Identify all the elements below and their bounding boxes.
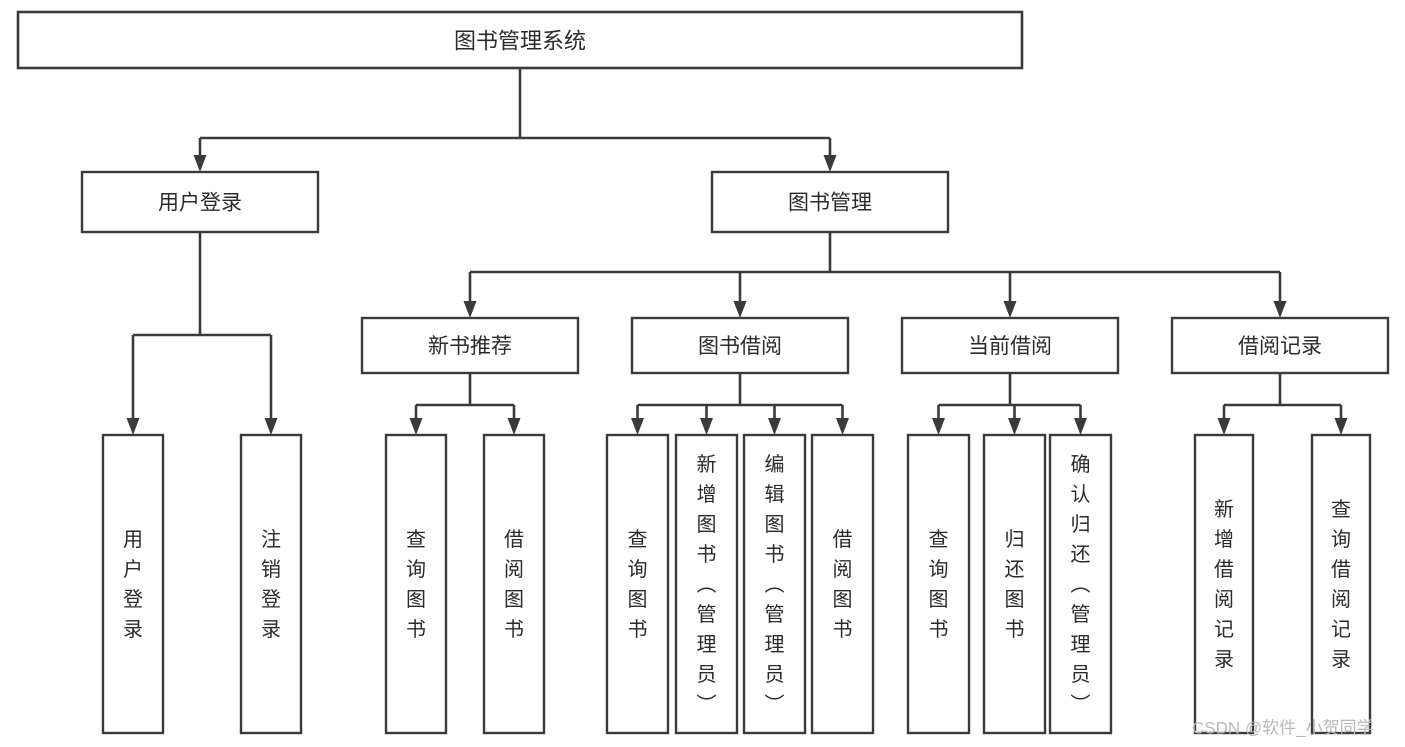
node-label: 注销登录 xyxy=(261,528,281,641)
node-box[interactable] xyxy=(982,433,1047,735)
node-label: 查询图书 xyxy=(929,528,949,641)
node-n-record[interactable]: 借阅记录 xyxy=(1170,316,1390,375)
node-l-rc-query[interactable]: 查询借阅记录 xyxy=(1310,433,1372,735)
arrow-head-icon xyxy=(1217,418,1231,435)
node-l-bb-edit[interactable]: 编辑图书︵管理员︶ xyxy=(742,433,807,735)
node-box[interactable] xyxy=(239,433,303,735)
arrow-head-icon xyxy=(507,418,521,435)
arrow-head-icon xyxy=(193,155,207,172)
node-label: 新增图书︵管理员︶ xyxy=(697,453,717,716)
node-l-nb-borrow[interactable]: 借阅图书 xyxy=(482,433,546,735)
arrow-head-icon xyxy=(463,301,477,318)
node-l-bb-add[interactable]: 新增图书︵管理员︶ xyxy=(674,433,739,735)
node-label: 借阅图书 xyxy=(504,528,524,641)
watermark-label: CSDN @软件_小贺同学 xyxy=(1192,719,1374,738)
connector-group-root xyxy=(193,68,837,172)
arrow-head-icon xyxy=(1003,301,1017,318)
node-box[interactable] xyxy=(80,170,320,234)
arrow-head-icon xyxy=(631,418,644,435)
node-layer: 图书管理系统用户登录图书管理新书推荐图书借阅当前借阅借阅记录用户登录注销登录查询… xyxy=(16,10,1390,735)
connector-layer xyxy=(126,68,1348,435)
node-root[interactable]: 图书管理系统 xyxy=(16,10,1024,70)
arrow-head-icon xyxy=(733,301,747,318)
node-box[interactable] xyxy=(360,316,580,375)
node-l-cb-confirm[interactable]: 确认归还︵管理员︶ xyxy=(1048,433,1113,735)
arrow-head-icon xyxy=(264,418,278,435)
arrow-head-icon xyxy=(932,418,945,435)
node-box[interactable] xyxy=(674,433,739,735)
arrow-head-icon xyxy=(700,418,713,435)
node-label: 查询借阅记录 xyxy=(1331,498,1351,671)
connector-group-n_new_book xyxy=(409,373,521,435)
node-box[interactable] xyxy=(605,433,670,735)
node-box[interactable] xyxy=(906,433,971,735)
node-l-cb-query[interactable]: 查询图书 xyxy=(906,433,971,735)
node-label: 归还图书 xyxy=(1005,528,1025,641)
node-l-user-logout[interactable]: 注销登录 xyxy=(239,433,303,735)
node-box[interactable] xyxy=(1048,433,1113,735)
node-label: 查询图书 xyxy=(628,528,648,641)
node-box[interactable] xyxy=(710,170,950,234)
connector-group-n_book_manage xyxy=(463,232,1287,318)
node-label: 新增借阅记录 xyxy=(1214,498,1234,671)
node-label: 图书借阅 xyxy=(698,335,782,358)
node-n-current[interactable]: 当前借阅 xyxy=(900,316,1120,375)
arrow-head-icon xyxy=(768,418,781,435)
node-l-nb-query[interactable]: 查询图书 xyxy=(384,433,448,735)
connector-group-n_borrow xyxy=(631,373,849,435)
node-l-bb-lend[interactable]: 借阅图书 xyxy=(810,433,875,735)
node-l-cb-return[interactable]: 归还图书 xyxy=(982,433,1047,735)
node-label: 图书管理系统 xyxy=(454,29,586,54)
arrow-head-icon xyxy=(1008,418,1021,435)
node-n-book-manage[interactable]: 图书管理 xyxy=(710,170,950,234)
node-box[interactable] xyxy=(384,433,448,735)
node-n-borrow[interactable]: 图书借阅 xyxy=(630,316,850,375)
node-label: 当前借阅 xyxy=(968,335,1052,358)
node-label: 确认归还︵管理员︶ xyxy=(1071,453,1091,716)
arrow-head-icon xyxy=(1074,418,1087,435)
node-box[interactable] xyxy=(810,433,875,735)
node-box[interactable] xyxy=(1170,316,1390,375)
node-box[interactable] xyxy=(16,10,1024,70)
arrow-head-icon xyxy=(823,155,837,172)
node-box[interactable] xyxy=(482,433,546,735)
arrow-head-icon xyxy=(126,418,140,435)
arrow-head-icon xyxy=(836,418,849,435)
arrow-head-icon xyxy=(1334,418,1348,435)
node-label: 查询图书 xyxy=(406,528,426,641)
node-box[interactable] xyxy=(742,433,807,735)
node-label: 用户登录 xyxy=(158,192,242,215)
arrow-head-icon xyxy=(1273,301,1287,318)
node-l-user-login[interactable]: 用户登录 xyxy=(101,433,165,735)
connector-group-n_user_login xyxy=(126,232,278,435)
node-label: 新书推荐 xyxy=(428,335,512,358)
node-label: 编辑图书︵管理员︶ xyxy=(765,453,785,716)
node-label: 借阅记录 xyxy=(1238,335,1322,358)
node-n-user-login[interactable]: 用户登录 xyxy=(80,170,320,234)
node-box[interactable] xyxy=(1310,433,1372,735)
node-n-new-book[interactable]: 新书推荐 xyxy=(360,316,580,375)
node-label: 用户登录 xyxy=(123,529,143,641)
node-l-bb-query[interactable]: 查询图书 xyxy=(605,433,670,735)
node-label: 图书管理 xyxy=(788,192,872,215)
node-l-rc-add[interactable]: 新增借阅记录 xyxy=(1193,433,1255,735)
arrow-head-icon xyxy=(409,418,423,435)
node-box[interactable] xyxy=(1193,433,1255,735)
connector-group-n_record xyxy=(1217,373,1348,435)
connector-group-n_current xyxy=(932,373,1087,435)
node-box[interactable] xyxy=(101,433,165,735)
node-box[interactable] xyxy=(630,316,850,375)
node-box[interactable] xyxy=(900,316,1120,375)
node-label: 借阅图书 xyxy=(833,528,853,641)
